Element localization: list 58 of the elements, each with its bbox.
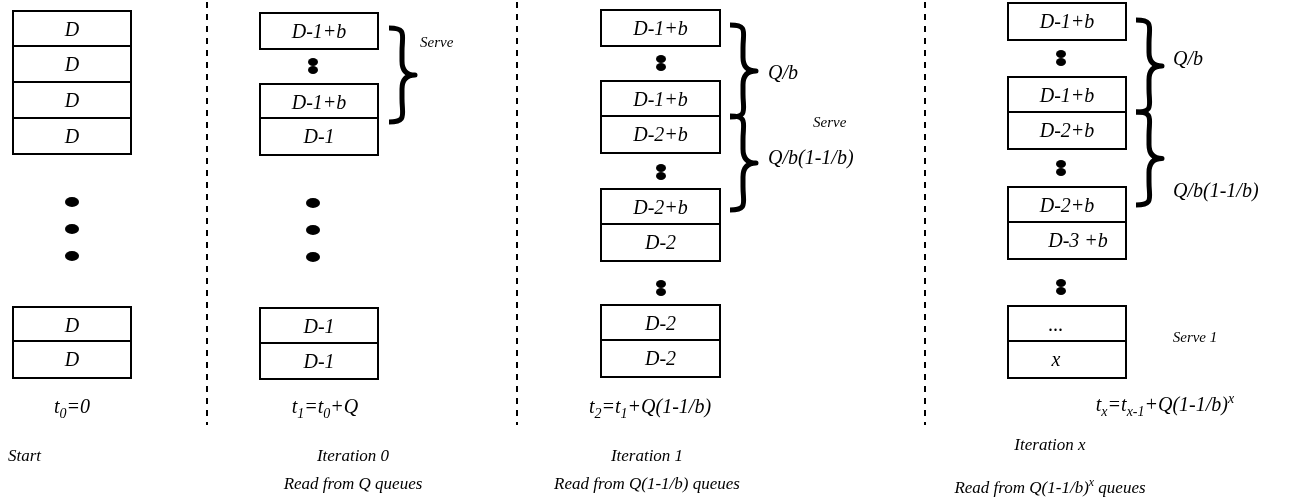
brace-note: Q/b [1173, 47, 1203, 69]
cell-value: D [64, 53, 80, 76]
brace-note: Q/b(1-1/b) [768, 146, 854, 168]
step-caption: Start [8, 446, 42, 466]
cell-value: D [64, 18, 80, 41]
brace-note: Serve 1 [1171, 328, 1219, 346]
time-formula: t$_{2}$=t$_{1}$+Q(1-1/b) [588, 394, 712, 422]
time-formula: t$_{1}$=t$_{0}$+Q [291, 394, 359, 422]
cell-value: ... [1048, 313, 1064, 336]
cell-value: D [64, 89, 80, 112]
cell-value: D-2+b [633, 196, 688, 219]
queue-cell [12, 117, 132, 155]
cell-value: D-3 +b [1048, 229, 1108, 252]
cell-value: D-2 [644, 231, 677, 254]
queue-cell [600, 115, 721, 154]
step-note: Read from Q(1-1/b) queues [554, 474, 740, 494]
cell-value: D-2+b [1039, 119, 1095, 142]
queue-cell [259, 117, 379, 156]
queue-cell [1007, 2, 1127, 41]
cell-value: D-1 [303, 125, 335, 148]
cell-value: D-1+b [291, 19, 347, 43]
queue-cell [1007, 111, 1127, 150]
queue-cell [259, 342, 379, 380]
cell-value: D-1 [303, 349, 335, 373]
step-caption: Iteration 1 [610, 446, 684, 466]
step-caption: Iteration 0 [316, 446, 390, 466]
cell-value: D-1+b [1039, 84, 1095, 107]
cell-value: D-2+b [633, 123, 688, 146]
queue-cell [12, 81, 132, 120]
cell-value: D-1+b [291, 90, 347, 114]
queue-cell [1007, 221, 1127, 260]
queue-cell [600, 339, 721, 378]
queue-cell [600, 9, 721, 47]
queue-cell [600, 223, 721, 262]
cell-value: D-2 [644, 312, 677, 335]
cell-value: x [1051, 348, 1061, 371]
cell-value: D [64, 313, 80, 337]
cell-value: D [64, 124, 80, 148]
brace-note: Q/b(1-1/b) [1173, 179, 1259, 201]
brace-note: Q/b [768, 61, 798, 83]
cell-value: D-1+b [1039, 10, 1095, 33]
cell-value: D-2+b [1039, 194, 1095, 217]
cell-value: D-1+b [633, 88, 688, 111]
cell-value: D-1 [303, 315, 335, 338]
queue-cell [12, 45, 132, 84]
cell-value: D-1+b [633, 16, 688, 40]
queue-cell [12, 340, 132, 379]
time-formula: t$_{x}$=t$_{x-1}$+Q(1-1/b)$^{x}$ [1095, 391, 1235, 419]
step-caption: Iteration x [1014, 435, 1086, 455]
time-formula: t$_{0}$=0 [53, 394, 91, 422]
step-note: Read from Q(1-1/b)$^{x}$ queues [954, 476, 1146, 498]
brace-note: Serve [813, 113, 847, 131]
cell-value: D [64, 348, 80, 371]
brace-note: Serve [420, 33, 454, 51]
queue-cell [259, 12, 379, 50]
queue-cell [1007, 340, 1127, 379]
cell-value: D-2 [644, 347, 677, 370]
step-note: Read from Q queues [283, 474, 423, 494]
